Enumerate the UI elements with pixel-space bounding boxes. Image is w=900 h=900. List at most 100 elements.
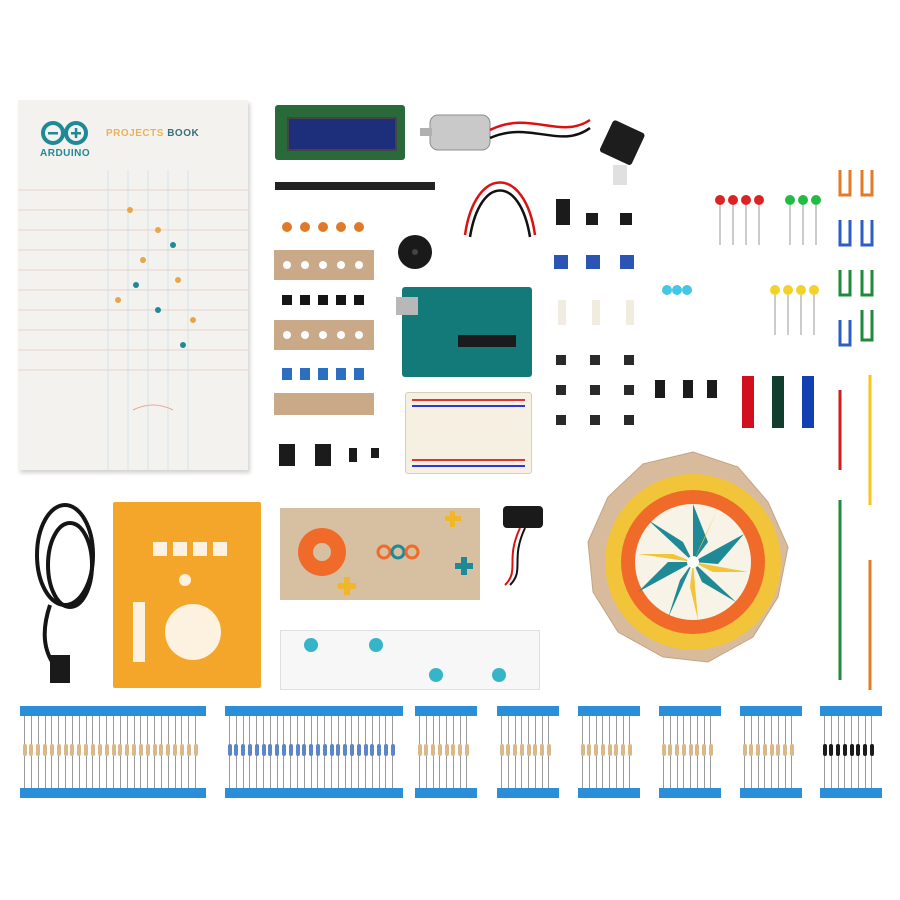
- diode-body: [869, 744, 874, 756]
- sensor-card-leds: [304, 638, 506, 682]
- resistor-body: [309, 744, 314, 756]
- diode-body: [829, 744, 834, 756]
- resistor-body: [424, 744, 429, 756]
- resistor-body: [587, 744, 592, 756]
- resistor-body: [227, 744, 232, 756]
- resistor-body: [36, 744, 41, 756]
- resistor-body: [241, 744, 246, 756]
- resistor-body: [526, 744, 531, 756]
- cardboard-panel: [280, 508, 480, 600]
- resistor-body: [675, 744, 679, 756]
- resistor-body: [580, 744, 585, 756]
- wire-bundle-red: [742, 376, 754, 428]
- resistor-body: [43, 744, 48, 756]
- resistor-strip-2: [225, 706, 403, 798]
- resistor-body: [607, 744, 612, 756]
- resistor-body: [458, 744, 462, 756]
- arduino-logo-icon: [41, 121, 88, 145]
- jumper-wire-pair: [463, 181, 537, 238]
- resistor-body: [783, 744, 787, 756]
- resistor-body: [125, 744, 130, 756]
- resistor-body: [437, 744, 442, 756]
- resistor-body: [621, 744, 625, 756]
- resistor-body: [84, 744, 89, 756]
- resistor-body: [789, 744, 794, 756]
- resistor-body: [22, 744, 27, 756]
- resistor-body: [179, 744, 184, 756]
- resistor-body: [56, 744, 61, 756]
- diode-body: [849, 744, 854, 756]
- resistor-body: [668, 744, 673, 756]
- resistor-body: [769, 744, 774, 756]
- resistor-strip-5: [578, 706, 640, 798]
- component-cards: [274, 222, 374, 415]
- diode-strip: [820, 706, 882, 798]
- diode-body: [863, 744, 867, 756]
- projects-book: ARDUINO PROJECTS BOOK: [18, 100, 248, 470]
- diode-body: [856, 744, 861, 756]
- book-title-word-2: BOOK: [167, 128, 200, 139]
- resistor-body: [29, 744, 34, 756]
- book-title-word-1: PROJECTS: [106, 128, 164, 139]
- resistor-body: [288, 744, 293, 756]
- resistor-body: [247, 744, 252, 756]
- microcontroller-chip: [458, 335, 516, 347]
- resistor-body: [97, 744, 102, 756]
- resistor-body: [77, 744, 82, 756]
- resistor-body: [383, 744, 388, 756]
- resistor-body: [275, 744, 280, 756]
- book-title: PROJECTS BOOK: [106, 128, 199, 139]
- resistor-body: [152, 744, 157, 756]
- resistor-body: [370, 744, 375, 756]
- resistor-body: [173, 744, 178, 756]
- resistor-strip-3: [415, 706, 477, 798]
- breadboard: [405, 392, 532, 474]
- resistor-strip-1: [20, 706, 206, 798]
- voltage-regulators: [279, 444, 379, 466]
- diode-body: [836, 744, 840, 756]
- resistor-body: [742, 744, 747, 756]
- breadboard-rail-red: [412, 399, 525, 401]
- sensor-card: [280, 630, 540, 690]
- panel-cutouts: [133, 542, 227, 662]
- resistor-body: [104, 744, 109, 756]
- resistor-body: [63, 744, 68, 756]
- resistor-body: [349, 744, 354, 756]
- resistor-body: [681, 744, 686, 756]
- resistor-body: [688, 744, 693, 756]
- resistor-body: [254, 744, 259, 756]
- usb-cable: [35, 503, 95, 683]
- wire-bundle-green: [772, 376, 784, 428]
- resistor-strip-7: [740, 706, 802, 798]
- ics-and-buttons: [554, 199, 634, 425]
- resistor-body: [186, 744, 191, 756]
- resistor-strip-6: [659, 706, 721, 798]
- resistor-body: [118, 744, 123, 756]
- resistor-body: [776, 744, 781, 756]
- resistor-body: [261, 744, 266, 756]
- resistor-body: [695, 744, 700, 756]
- resistor-body: [111, 744, 116, 756]
- resistor-body: [336, 744, 341, 756]
- resistor-body: [356, 744, 361, 756]
- diode-body: [842, 744, 847, 756]
- cardboard-color-wheel: [587, 451, 789, 663]
- resistor-body: [519, 744, 524, 756]
- arduino-uno-board: [396, 287, 532, 377]
- resistor-body: [499, 744, 504, 756]
- lcd-display: [275, 105, 405, 160]
- resistor-body: [295, 744, 300, 756]
- resistor-body: [540, 744, 544, 756]
- resistor-body: [627, 744, 632, 756]
- resistor-body: [49, 744, 54, 756]
- resistor-body: [132, 744, 137, 756]
- resistor-body: [363, 744, 368, 756]
- resistor-strip-4: [497, 706, 559, 798]
- book-brand: ARDUINO: [40, 148, 91, 159]
- resistor-body: [145, 744, 150, 756]
- battery-snap: [503, 506, 543, 586]
- resistor-body: [513, 744, 517, 756]
- lcd-screen: [287, 117, 397, 151]
- resistor-body: [166, 744, 171, 756]
- resistor-body: [281, 744, 286, 756]
